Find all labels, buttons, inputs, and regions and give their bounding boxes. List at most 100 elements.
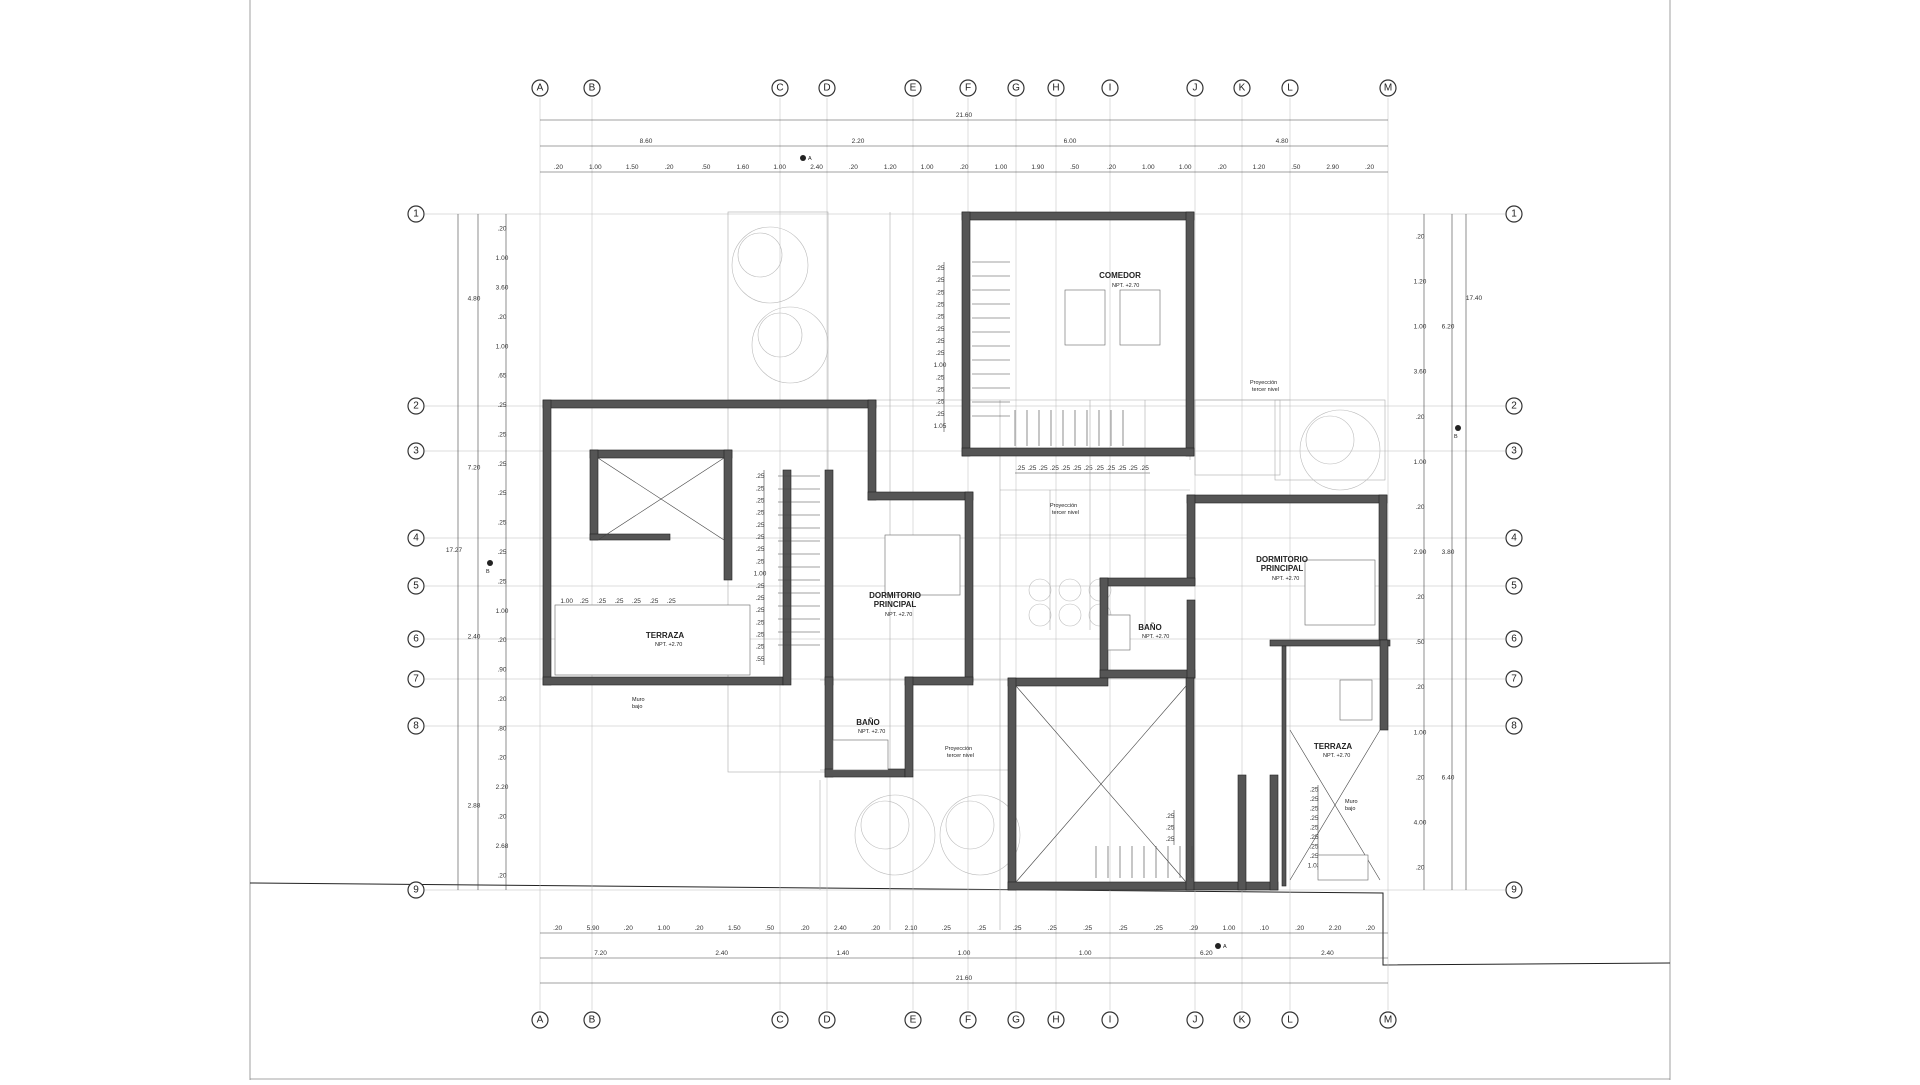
grid-label-7-left: 7: [413, 674, 419, 685]
note-tercer-nivel-1: tercer nivel: [1252, 387, 1279, 393]
dim-stair-comedor-h: .25: [1095, 465, 1104, 472]
grid-marker-e-bottom: [904, 1011, 922, 1029]
dim-stair-comedor-h: .25: [1072, 465, 1081, 472]
dim-right-inner: 3.60: [1414, 369, 1427, 376]
dim-top-small: 1.90: [1031, 164, 1044, 171]
dim-bottom-small: .25: [1012, 925, 1021, 932]
grid-marker-4-right: [1505, 529, 1523, 547]
dim-terraza-right: 1.03: [1308, 862, 1321, 869]
grid-marker-k-bottom: [1233, 1011, 1251, 1029]
dim-terraza-right: .25: [1309, 806, 1318, 813]
dim-top-mid: 6.00: [1064, 138, 1077, 145]
dim-stair-comedor: .25: [935, 338, 944, 345]
grid-marker-6-right: [1505, 630, 1523, 648]
dim-stair-comedor-h: .25: [1027, 465, 1036, 472]
dim-right-inner: .20: [1415, 234, 1424, 241]
grid-label-b-top: B: [589, 83, 596, 94]
grid-marker-6-left: [407, 630, 425, 648]
dim-left-inner: .20: [497, 755, 506, 762]
dim-bottom-small: 1.00: [1223, 925, 1236, 932]
dim-stair-comedor: .25: [935, 399, 944, 406]
dim-terraza-right: .25: [1309, 825, 1318, 832]
dim-stair-comedor-h: .25: [1140, 465, 1149, 472]
grid-marker-d-top: [818, 79, 836, 97]
dim-left-inner: 1.00: [496, 343, 509, 350]
dim-bottom-small: .20: [1295, 925, 1304, 932]
dim-bottom-small: .10: [1260, 925, 1269, 932]
dim-right-inner: .20: [1415, 594, 1424, 601]
dim-stair-comedor-h: .25: [1039, 465, 1048, 472]
grid-label-h-top: H: [1052, 83, 1059, 94]
annotation-notes: Proyección tercer nivel Proyección terce…: [632, 380, 1358, 812]
room-dormitorio-left-name: DORMITORIO: [869, 591, 921, 600]
grid-marker-h-top: [1047, 79, 1065, 97]
dim-stair-left: .25: [755, 607, 764, 614]
grid-label-9-right: 9: [1511, 885, 1517, 896]
dim-top-mid: 4.80: [1276, 138, 1289, 145]
dim-top-small: 2.90: [1326, 164, 1339, 171]
grid-marker-c-bottom: [771, 1011, 789, 1029]
grid-label-k-bottom: K: [1239, 1015, 1246, 1026]
dim-bottom-small: .25: [1083, 925, 1092, 932]
room-dormitorio-right-name: DORMITORIO: [1256, 555, 1308, 564]
note-bajo-1: bajo: [632, 704, 642, 710]
note-tercer-nivel-2: tercer nivel: [1052, 510, 1079, 516]
dim-stair-left: .25: [755, 644, 764, 651]
grid-marker-9-left: [407, 881, 425, 899]
grid-marker-9-right: [1505, 881, 1523, 899]
grid-marker-a-top: [531, 79, 549, 97]
dim-bottom-small: .25: [1048, 925, 1057, 932]
grid-label-d-bottom: D: [823, 1015, 830, 1026]
dim-bottom-small: .25: [1154, 925, 1163, 932]
dim-terraza-row: 1.00: [560, 598, 573, 605]
grid-label-5-left: 5: [413, 581, 419, 592]
grid-marker-f-top: [959, 79, 977, 97]
grid-marker-g-bottom: [1007, 1011, 1025, 1029]
dim-bottom-small: .20: [624, 925, 633, 932]
dim-top-small: .20: [849, 164, 858, 171]
dim-terraza-row: .25: [597, 598, 606, 605]
dim-terraza-row: .25: [632, 598, 641, 605]
dim-stair-comedor: .25: [935, 277, 944, 284]
dim-top-small: 1.20: [1253, 164, 1266, 171]
dim-stair-left: .55: [755, 656, 764, 663]
dim-top-small: 2.40: [810, 164, 823, 171]
dim-left-inner: .25: [497, 578, 506, 585]
dim-left-inner: .20: [497, 226, 506, 233]
grid-label-8-right: 8: [1511, 721, 1517, 732]
dim-stair-comedor-h: .25: [1084, 465, 1093, 472]
dim-bottom-small: 5.90: [587, 925, 600, 932]
dim-left-inner: .80: [497, 725, 506, 732]
dim-stair-comedor: .25: [935, 326, 944, 333]
dim-stair-right: .25: [1165, 825, 1174, 832]
dim-stair-right: .25: [1165, 813, 1174, 820]
dim-stair-left: .25: [755, 497, 764, 504]
dim-stair-comedor: .25: [935, 314, 944, 321]
room-bano-left-name: BAÑO: [856, 718, 880, 727]
dim-stair-comedor-h: .25: [1050, 465, 1059, 472]
dim-right-inner: .20: [1415, 684, 1424, 691]
grid-marker-2-right: [1505, 397, 1523, 415]
dim-bottom-small: 1.00: [657, 925, 670, 932]
note-proyeccion-3: Proyección: [945, 746, 972, 752]
grid-marker-e-top: [904, 79, 922, 97]
dim-bottom-mid: 6.20: [1200, 950, 1213, 957]
dim-stair-comedor: .25: [935, 411, 944, 418]
grid-label-e-top: E: [910, 83, 917, 94]
grid-marker-1-left: [407, 205, 425, 223]
grid-marker-g-top: [1007, 79, 1025, 97]
dim-stair-comedor: 1.05: [934, 423, 947, 430]
dim-top-small: .20: [1107, 164, 1116, 171]
dim-left-inner: .20: [497, 814, 506, 821]
dim-stair-comedor: .25: [935, 374, 944, 381]
dim-right-inner: 1.00: [1414, 324, 1427, 331]
grid-label-4-right: 4: [1511, 533, 1517, 544]
interior-details: [554, 261, 1381, 883]
dim-bottom-mid: 2.40: [1321, 950, 1334, 957]
dim-left-inner: .65: [497, 373, 506, 380]
dim-top-small: 1.60: [736, 164, 749, 171]
dim-right-inner: 4.00: [1414, 819, 1427, 826]
grid-label-f-top: F: [965, 83, 971, 94]
dim-right-inner: 2.90: [1414, 549, 1427, 556]
